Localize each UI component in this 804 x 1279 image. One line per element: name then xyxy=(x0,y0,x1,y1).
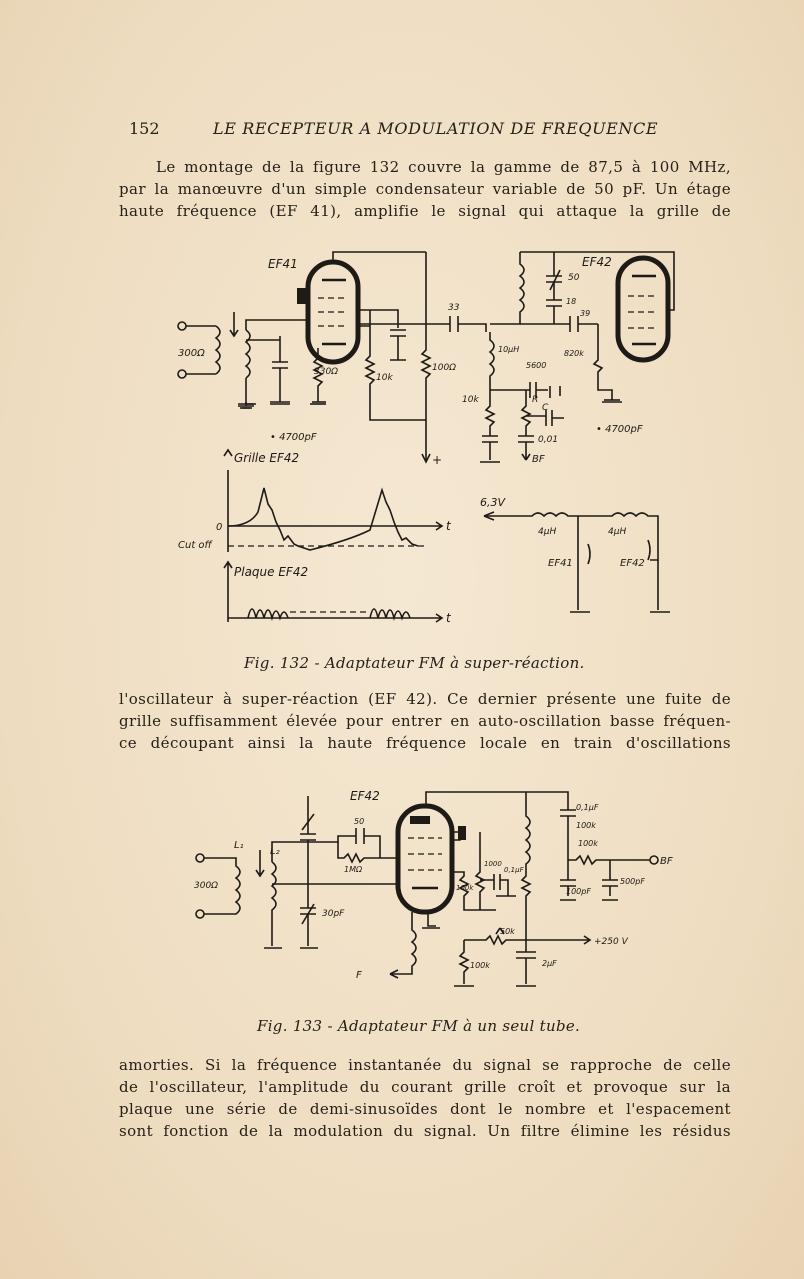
label-c30: 30pF xyxy=(322,909,345,919)
label-heater-ef41: EF41 xyxy=(548,558,573,569)
text-line: ce découpant ainsi la haute fréquence lo… xyxy=(119,734,731,752)
text-line: l'oscillateur à super-réaction (EF 42). … xyxy=(119,690,731,708)
label-bf: BF xyxy=(660,856,673,867)
label-t1: t xyxy=(446,519,452,533)
label-r50k: 50k xyxy=(500,927,515,936)
label-c5600: 5600 xyxy=(526,361,546,370)
label-tube2: EF42 xyxy=(582,255,612,269)
label-c2: 2µF xyxy=(542,959,557,968)
label-tube1: EF41 xyxy=(268,257,298,271)
tube-ef42-envelope xyxy=(395,803,455,915)
figure-133-caption: Fig. 133 - Adaptateur FM à un seul tube. xyxy=(257,1017,581,1035)
ground-symbols xyxy=(264,927,536,987)
figure-132-schematic: EF41 EF42 300Ω 330Ω 10k 100Ω 33 50 18 39… xyxy=(177,251,675,625)
label-v63: 6,3V xyxy=(480,496,506,509)
label-heater-ef42: EF42 xyxy=(620,558,645,569)
label-r330: 330Ω xyxy=(314,367,338,377)
label-plus: + xyxy=(432,453,442,467)
figure-133-schematic: EF42 L₁ L₂ 300Ω 50 1MΩ 30pF F 100k 1000 … xyxy=(194,789,673,987)
label-tube: EF42 xyxy=(350,789,380,803)
text-line: plaque une série de demi-sinusoïdes dont… xyxy=(119,1100,731,1118)
paragraph-3: amorties. Si la fréquence instantanée du… xyxy=(119,1054,731,1142)
label-bf: BF xyxy=(532,454,545,465)
figure-132-caption: Fig. 132 - Adaptateur FM à super-réactio… xyxy=(244,654,585,672)
label-c4700b: • 4700pF xyxy=(596,424,643,435)
text-line: sont fonction de la modulation du signal… xyxy=(119,1122,731,1140)
label-c50: 50 xyxy=(568,273,580,283)
text-line: par la manœuvre d'un simple condensateur… xyxy=(119,180,731,198)
label-cutoff: Cut off xyxy=(178,540,214,551)
label-c50: 50 xyxy=(354,817,364,826)
label-r10k-b: 10k xyxy=(462,395,479,405)
label-r100k-d: 100k xyxy=(470,961,490,970)
paragraph-1: Le montage de la figure 132 couvre la ga… xyxy=(119,156,731,222)
grille-waveform xyxy=(227,487,419,551)
label-t2: t xyxy=(446,611,452,625)
label-c500: 500pF xyxy=(620,877,645,886)
label-l1: L₁ xyxy=(234,840,244,851)
label-r: R xyxy=(532,395,538,405)
label-f: F xyxy=(356,970,362,981)
input-coil xyxy=(214,325,221,375)
label-r100k-c: 100k xyxy=(578,839,598,848)
label-c01b: 0,1µF xyxy=(504,866,525,874)
ground-symbols xyxy=(238,386,622,463)
running-title: LE RECEPTEUR A MODULATION DE FREQUENCE xyxy=(213,119,659,138)
text-line: grille suffisamment élevée pour entrer e… xyxy=(119,712,731,730)
label-plaque: Plaque EF42 xyxy=(234,565,308,579)
label-zero: 0 xyxy=(216,522,222,533)
label-l10: 10µH xyxy=(498,345,519,354)
label-r-in: 300Ω xyxy=(194,881,218,891)
label-c39: 39 xyxy=(580,309,590,318)
label-r820: 820k xyxy=(564,349,584,358)
paragraph-2: l'oscillateur à super-réaction (EF 42). … xyxy=(119,688,731,754)
text-line: Le montage de la figure 132 couvre la ga… xyxy=(156,158,731,176)
page-number: 152 xyxy=(129,119,160,138)
label-l2: L₂ xyxy=(270,846,280,857)
label-c: C xyxy=(542,403,549,413)
label-r100k-a: 100k xyxy=(456,884,474,892)
label-c4700a: • 4700pF xyxy=(270,432,317,443)
label-l4b: 4µH xyxy=(608,527,626,537)
label-r1000: 1000 xyxy=(484,860,502,868)
label-c33: 33 xyxy=(448,303,460,313)
label-r100: 100Ω xyxy=(432,363,456,373)
text-line: amorties. Si la fréquence instantanée du… xyxy=(119,1056,731,1074)
running-header: 152 LE RECEPTEUR A MODULATION DE FREQUEN… xyxy=(129,119,669,141)
text-line: de l'oscillateur, l'amplitude du courant… xyxy=(119,1078,731,1096)
label-r100k-b: 100k xyxy=(576,821,596,830)
label-l4a: 4µH xyxy=(538,527,556,537)
label-c18: 18 xyxy=(566,297,576,306)
label-c001: 0,01 xyxy=(538,435,558,445)
text-line: haute fréquence (EF 41), amplifie le sig… xyxy=(119,202,731,220)
label-v250: +250 V xyxy=(594,937,629,947)
label-r-in: 300Ω xyxy=(178,348,205,359)
label-r10k-a: 10k xyxy=(376,373,393,383)
label-grille: Grille EF42 xyxy=(234,451,299,465)
tube-ef42-envelope xyxy=(615,255,671,363)
label-r1m: 1MΩ xyxy=(344,865,363,874)
label-c01: 0,1µF xyxy=(576,803,599,812)
label-c100: 100pF xyxy=(566,887,591,896)
